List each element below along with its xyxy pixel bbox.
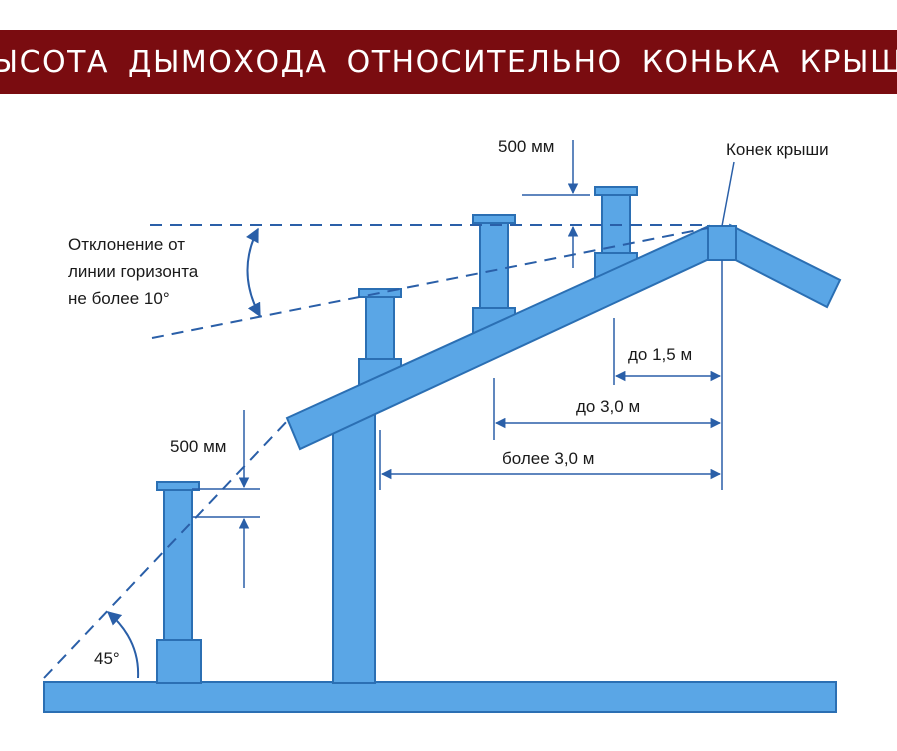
chimney-1-pipe [163,489,193,643]
dist-label-1-5: до 1,5 м [628,345,692,364]
deviation-label-3: не более 10° [68,289,170,308]
deviation-arc [246,227,261,318]
dist-label-3-0: до 3,0 м [576,397,640,416]
roof-ridge [707,225,737,261]
chimney-2-pipe [365,295,395,369]
ridge-leader [721,161,735,227]
angle-45-arc [106,611,140,679]
chimney-2-cap [358,288,402,298]
house-column [332,399,376,684]
ground-slab [43,681,837,713]
chimney-3-cap [472,214,516,224]
dist-label-more-3-0: более 3,0 м [502,449,594,468]
chimney-1-cap [156,481,200,491]
ridge-label: Конек крыши [726,140,829,159]
page-title: ВЫСОТА ДЫМОХОДА ОТНОСИТЕЛЬНО КОНЬКА КРЫШ… [0,44,897,80]
roof-right-slope [720,223,842,309]
top-offset-label: 500 мм [498,137,554,156]
title-bar: ВЫСОТА ДЫМОХОДА ОТНОСИТЕЛЬНО КОНЬКА КРЫШ… [0,30,897,94]
deviation-line [151,227,709,339]
chimney-3-pipe [479,221,509,315]
deviation-label-1: Отклонение от [68,235,185,254]
chimney-4-pipe [601,193,631,261]
chimney-4-cap [594,186,638,196]
angle-45-label: 45° [94,649,120,668]
deviation-label-2: линии горизонта [68,262,199,281]
left-offset-label: 500 мм [170,437,226,456]
chimney-1-base [156,639,202,684]
